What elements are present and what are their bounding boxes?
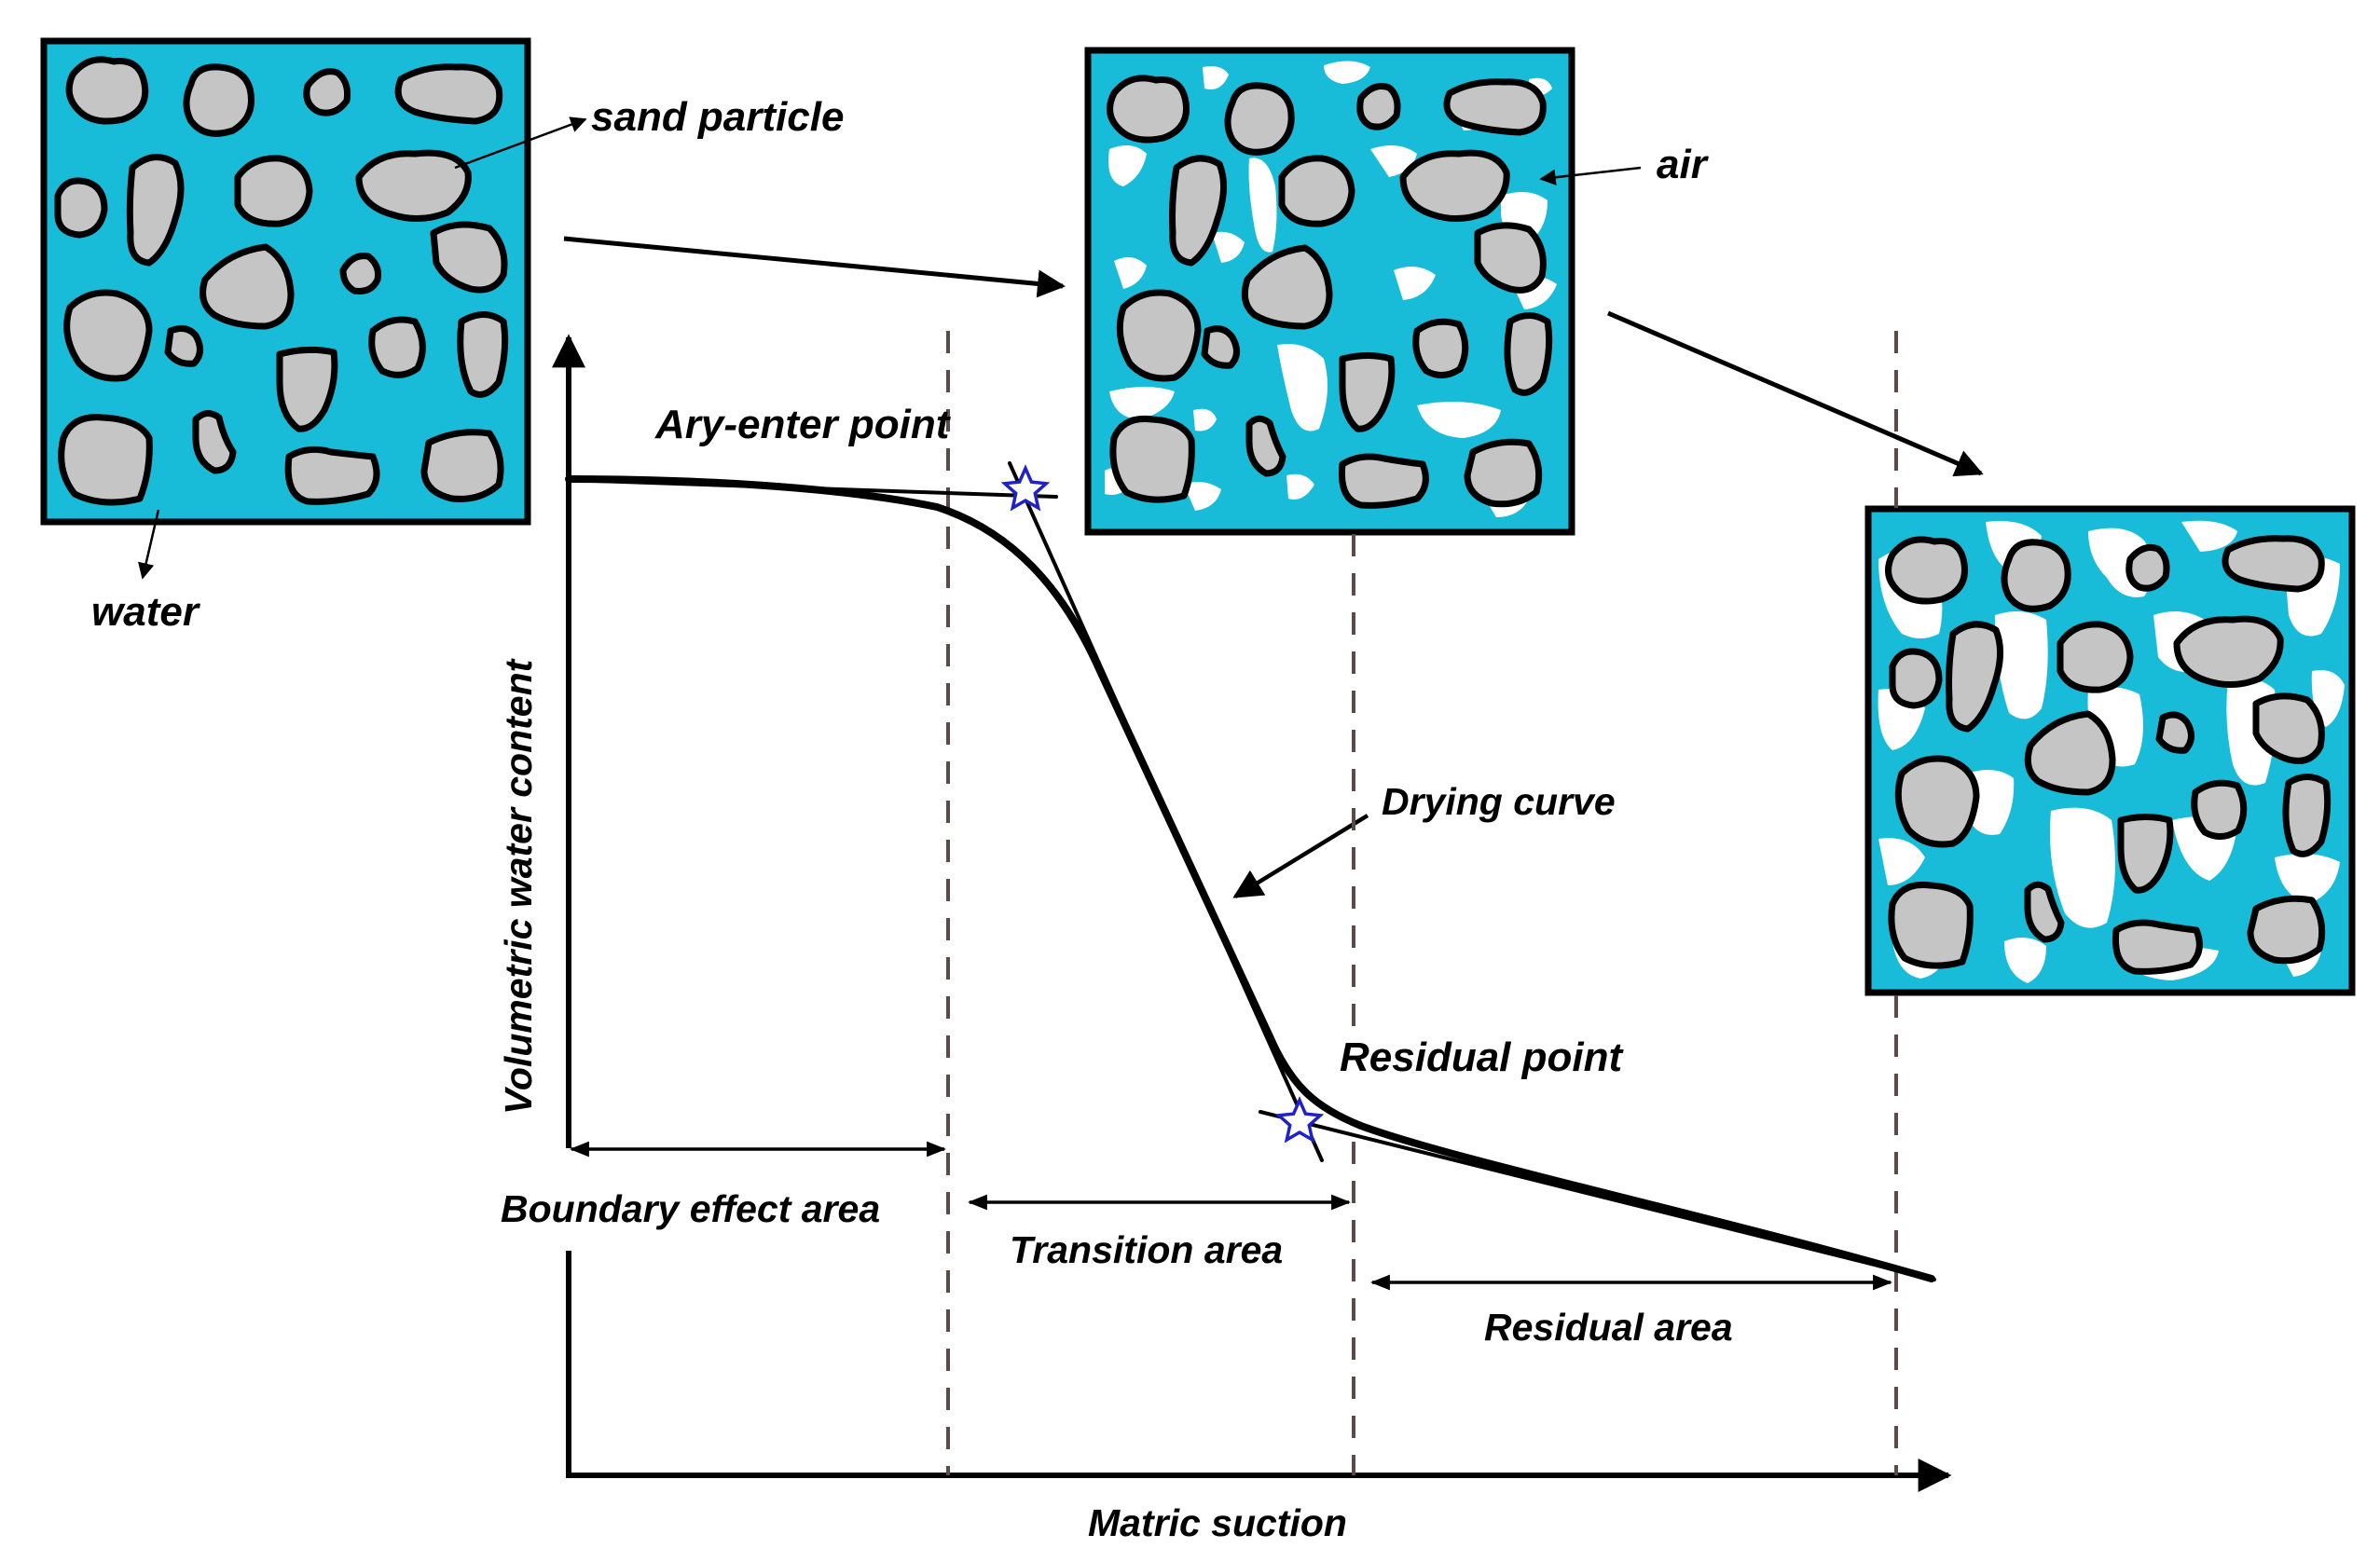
sand-particle-pointer bbox=[454, 116, 587, 170]
drying-curve-label: Drying curve bbox=[1382, 780, 1616, 823]
drying-curve-group bbox=[565, 461, 1936, 1282]
residual-star-icon bbox=[1274, 1096, 1325, 1144]
residual-point-label: Residual point bbox=[1340, 1034, 1624, 1080]
panel-residual bbox=[1864, 505, 2356, 996]
air-entry-star-icon bbox=[1000, 464, 1051, 512]
sand-particles bbox=[1885, 535, 2332, 975]
panel-desaturating bbox=[1084, 47, 1575, 536]
residual-area-label: Residual area bbox=[1484, 1306, 1733, 1349]
region-dimensions bbox=[569, 1141, 1893, 1291]
sand-particles bbox=[1107, 75, 1553, 509]
sand-particles bbox=[54, 56, 509, 506]
water-label: water bbox=[91, 589, 201, 635]
air-entry-point-label: Ary-enter point bbox=[654, 402, 952, 447]
sand-particle-label: sand particle bbox=[591, 94, 844, 140]
water-pointer bbox=[138, 509, 160, 580]
y-axis-title: Volumetric water content bbox=[497, 657, 540, 1115]
transition-area-label: Transition area bbox=[1010, 1228, 1283, 1271]
flow-arrow-1 bbox=[563, 236, 1066, 298]
flow-arrow-2 bbox=[1607, 310, 1984, 477]
boundary-effect-area-label: Boundary effect area bbox=[501, 1187, 880, 1230]
panel-saturated bbox=[40, 37, 531, 526]
region-boundaries bbox=[946, 331, 1898, 1475]
air-pointer bbox=[1539, 166, 1642, 185]
drying-curve-pointer bbox=[1232, 814, 1369, 898]
x-axis-title: Matric suction bbox=[1088, 1501, 1347, 1544]
axes bbox=[552, 334, 1952, 1492]
drying-curve bbox=[565, 475, 1935, 1282]
air-label: air bbox=[1657, 142, 1710, 187]
air-pockets bbox=[1105, 61, 1557, 517]
